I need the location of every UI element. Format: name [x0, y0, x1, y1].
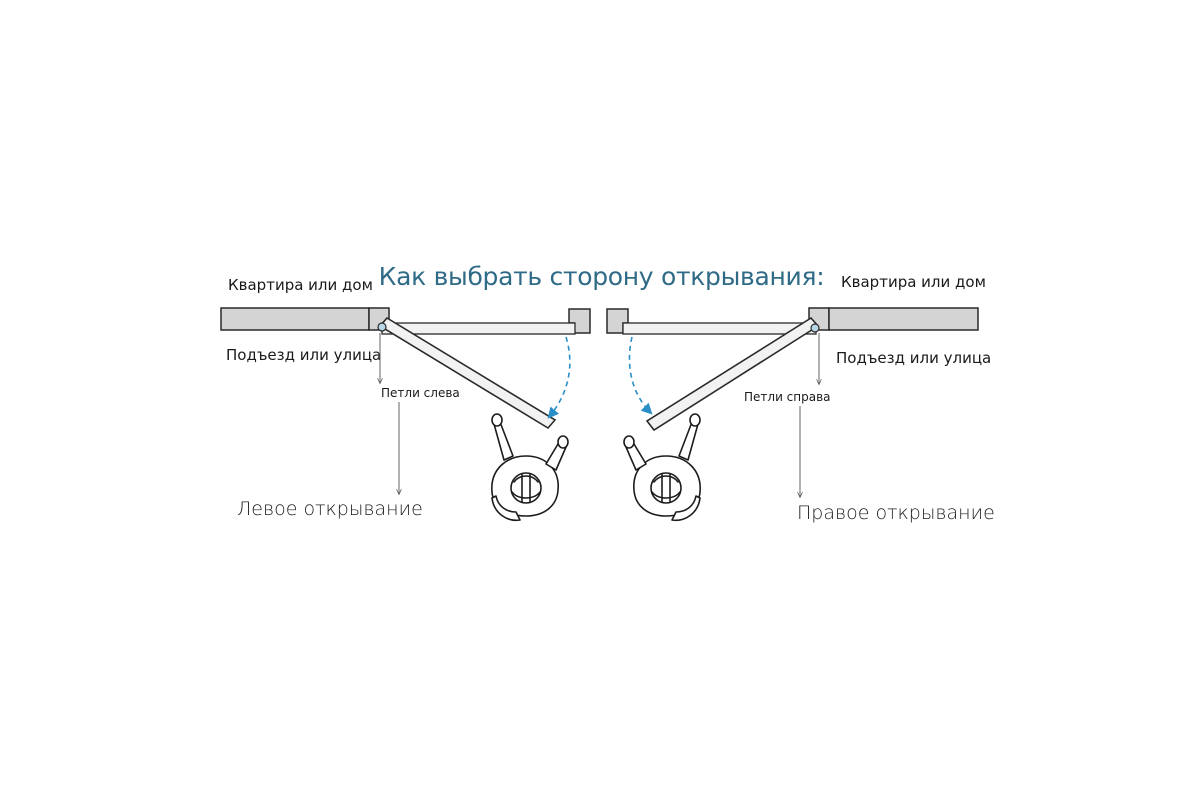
left-wall-segment: [220, 307, 390, 331]
left-room-top-label: Квартира или дом: [228, 276, 373, 294]
diagram-title: Как выбрать сторону открывания:: [378, 262, 825, 291]
right-hinge-label: Петли справа: [744, 390, 831, 404]
right-door-open: [645, 316, 820, 432]
right-swing-arrow: [628, 336, 653, 415]
left-room-bottom-label: Подъезд или улица: [226, 346, 382, 364]
left-hinge-icon: [377, 322, 387, 332]
left-person-icon: [491, 413, 569, 522]
left-door-open: [378, 316, 557, 430]
right-room-top-label: Квартира или дом: [841, 273, 986, 291]
right-person-icon: [623, 413, 701, 522]
left-opening-label: Левое открывание: [237, 498, 423, 520]
right-hinge-icon: [810, 323, 820, 333]
right-room-bottom-label: Подъезд или улица: [836, 349, 992, 367]
right-opening-label: Правое открывание: [797, 502, 995, 524]
right-wall-segment: [808, 307, 979, 331]
left-swing-arrow: [547, 336, 571, 419]
left-hinge-label: Петли слева: [381, 386, 460, 400]
